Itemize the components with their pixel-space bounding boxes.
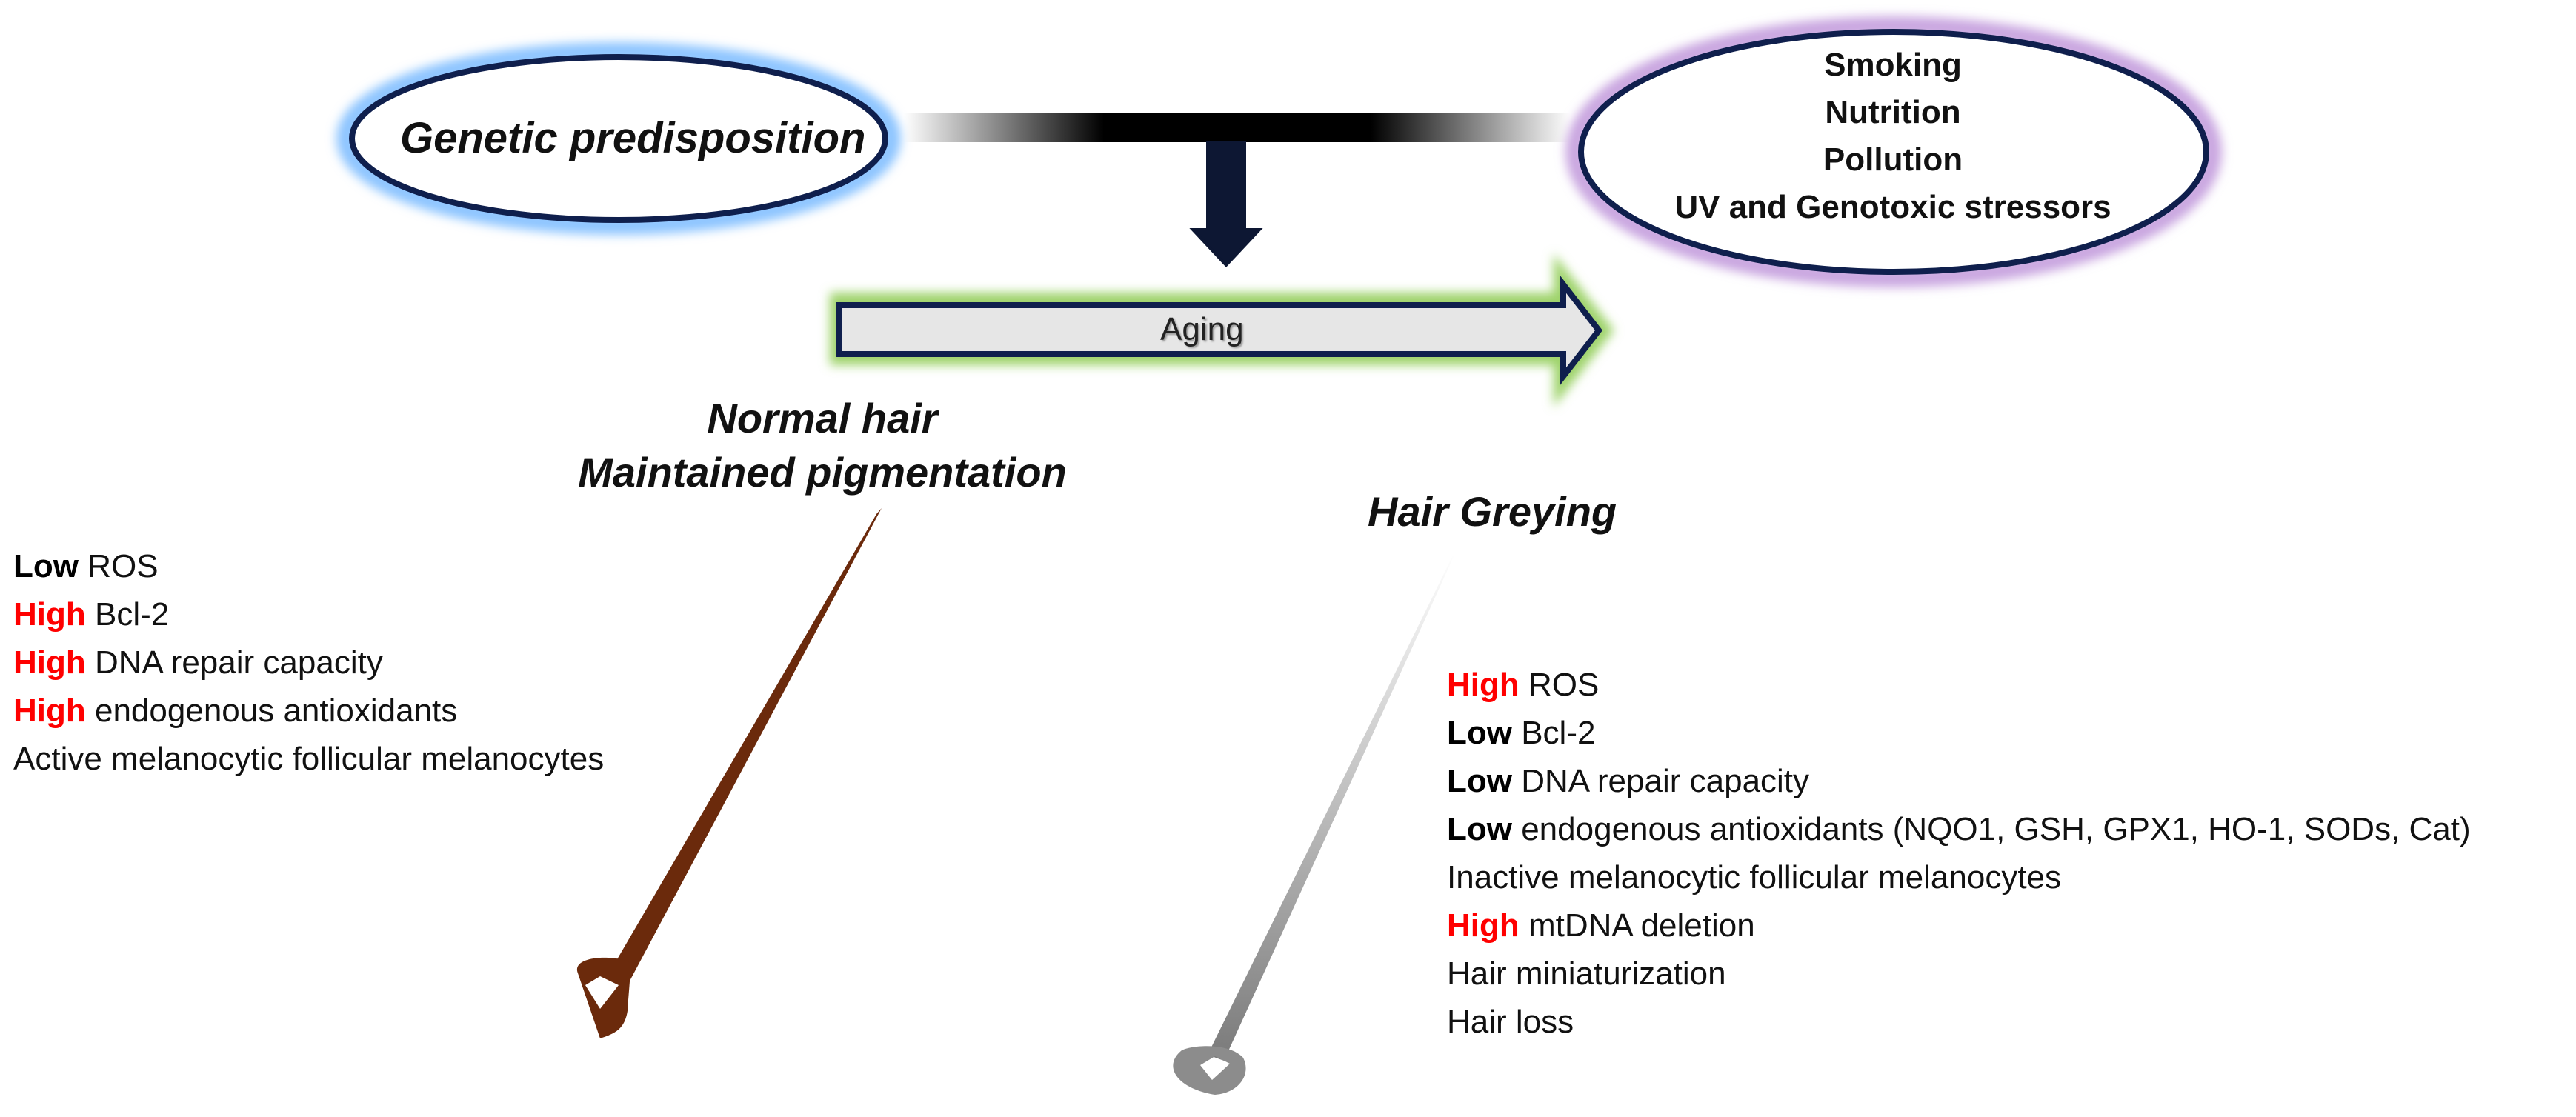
level-label: Low: [1447, 763, 1512, 799]
item-text: Bcl-2: [1511, 715, 1596, 751]
normal-list-item: Low ROS: [13, 542, 604, 590]
item-text: ROS: [1519, 667, 1600, 703]
connector-bar: [904, 113, 1571, 142]
greying-list-item: Hair miniaturization: [1447, 950, 2471, 998]
factor-smoking: Smoking: [1824, 47, 1962, 83]
greying-list-item: High ROS: [1447, 661, 2471, 709]
normal-title-line1: Normal hair: [707, 395, 938, 441]
item-text: DNA repair capacity: [85, 644, 383, 681]
greying-list-item: Inactive melanocytic follicular melanocy…: [1447, 853, 2471, 901]
environment-factors: Smoking Nutrition Pollution UV and Genot…: [1671, 41, 2115, 231]
item-text: Hair loss: [1447, 1004, 1574, 1040]
greying-title: Hair Greying: [1368, 488, 1617, 535]
factor-pollution: Pollution: [1823, 141, 1963, 178]
genetic-label: Genetic predisposition: [400, 114, 866, 162]
item-text: DNA repair capacity: [1511, 763, 1810, 799]
aging-label: Aging: [1160, 311, 1244, 347]
greying-list-item: High mtDNA deletion: [1447, 901, 2471, 950]
level-label: Low: [13, 548, 79, 584]
factor-nutrition: Nutrition: [1825, 94, 1961, 130]
level-label: High: [13, 693, 86, 729]
environment-ellipse: [1578, 29, 2209, 275]
normal-hair-title: Normal hair Maintained pigmentation: [519, 394, 1126, 496]
grey-hair-bulb: [1173, 1046, 1246, 1095]
level-label: High: [1447, 907, 1520, 944]
greying-list-item: Low Bcl-2: [1447, 709, 2471, 757]
normal-list-item: High DNA repair capacity: [13, 638, 604, 687]
greying-list-item: Low endogenous antioxidants (NQO1, GSH, …: [1447, 805, 2471, 853]
item-text: endogenous antioxidants: [85, 693, 458, 729]
level-label: High: [1447, 667, 1520, 703]
normal-list-item: High endogenous antioxidants: [13, 687, 604, 735]
normal-title-line2: Maintained pigmentation: [578, 449, 1067, 496]
down-arrow: [1189, 141, 1263, 267]
pigmented-hair-bulb: [576, 957, 631, 1038]
level-label: Low: [1447, 715, 1512, 751]
normal-list-item: Active melanocytic follicular melanocyte…: [13, 735, 604, 783]
item-text: Hair miniaturization: [1447, 956, 1726, 992]
item-text: endogenous antioxidants (NQO1, GSH, GPX1…: [1511, 811, 2471, 847]
item-text: Inactive melanocytic follicular melanocy…: [1447, 859, 2062, 896]
level-label: Low: [1447, 811, 1512, 847]
level-label: High: [13, 644, 86, 681]
pigmented-hair-shaft: [609, 508, 882, 984]
factor-uv-genotoxic: UV and Genotoxic stressors: [1674, 189, 2111, 225]
genetic-ellipse: [349, 54, 888, 223]
item-text: Active melanocytic follicular melanocyte…: [13, 741, 605, 777]
item-text: Bcl-2: [85, 596, 170, 633]
greying-list-item: Hair loss: [1447, 998, 2471, 1046]
grey-hair-shaft: [1208, 552, 1456, 1061]
item-text: mtDNA deletion: [1519, 907, 1755, 944]
greying-list-item: Low DNA repair capacity: [1447, 757, 2471, 805]
normal-list-item: High Bcl-2: [13, 590, 604, 638]
item-text: ROS: [78, 548, 159, 584]
level-label: High: [13, 596, 86, 633]
aging-arrow: [836, 276, 1603, 385]
